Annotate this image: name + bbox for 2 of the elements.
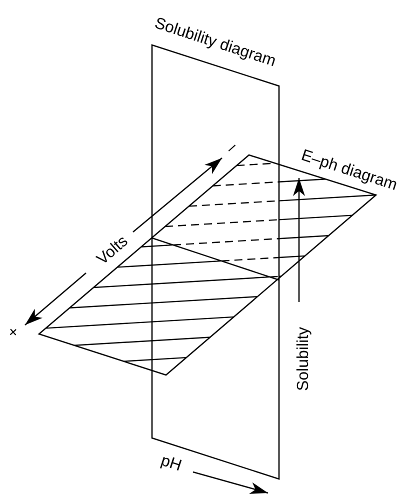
axis-label: Solubility — [296, 326, 312, 392]
plane-title: E–ph diagram — [299, 148, 399, 194]
